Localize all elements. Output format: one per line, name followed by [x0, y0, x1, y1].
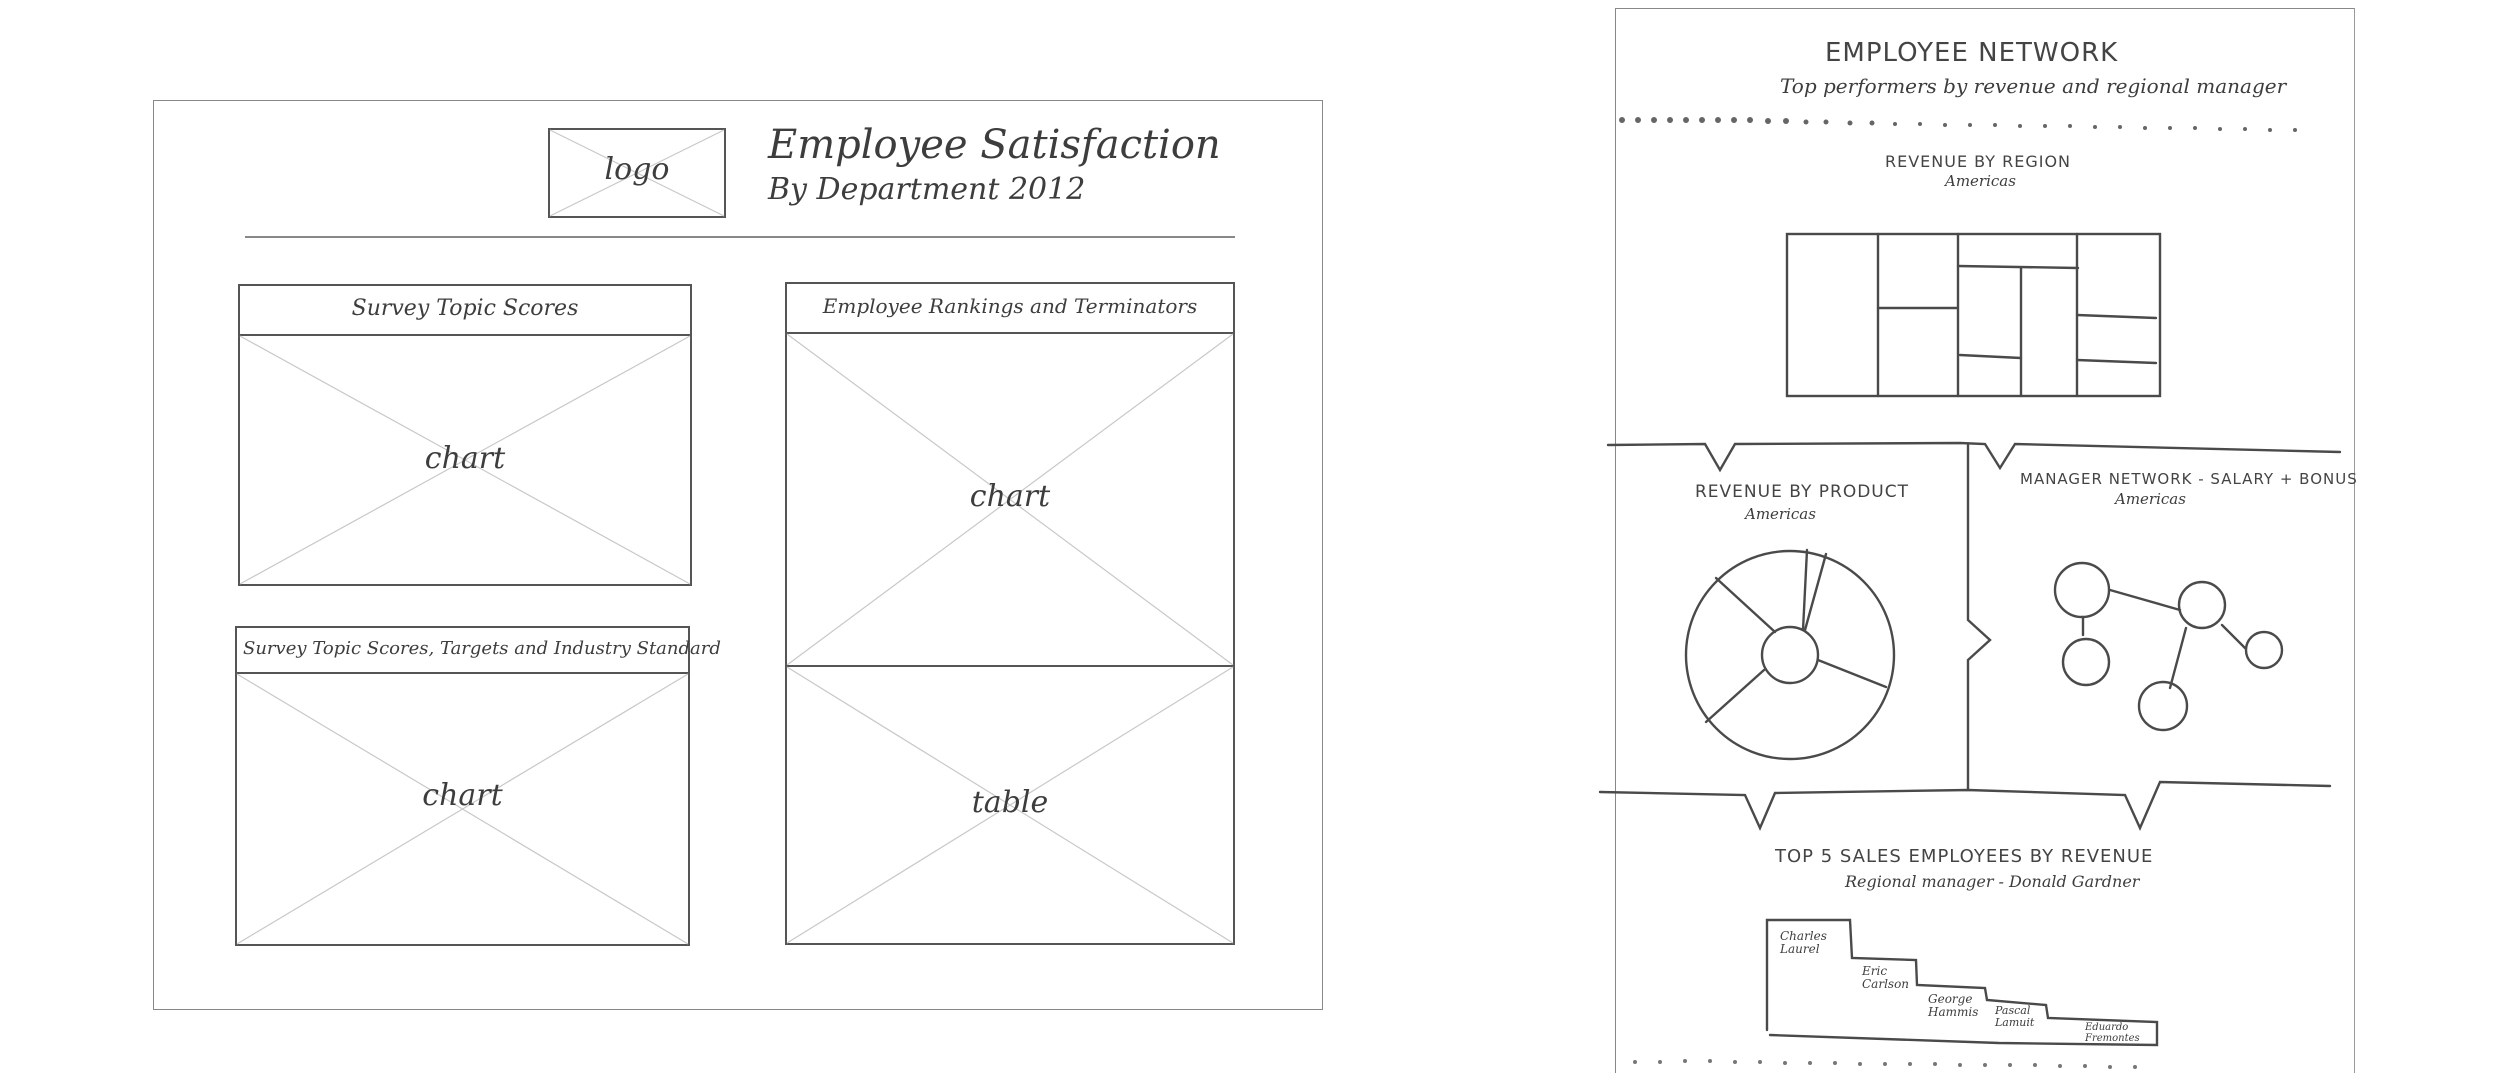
left-sketch-page: [153, 100, 1323, 1010]
top5-title: TOP 5 SALES EMPLOYEES BY REVENUE: [1775, 846, 2154, 867]
table-placeholder-label: table: [971, 785, 1049, 820]
chart-placeholder-label: chart: [422, 778, 503, 813]
panel-header: Survey Topic Scores: [240, 286, 690, 336]
panel-title: Survey Topic Scores: [351, 296, 579, 321]
panel-employee-table: table: [785, 665, 1235, 945]
page-subtitle: By Department 2012: [768, 172, 1086, 207]
employee-first-name: Eric: [1862, 964, 1888, 978]
chart-placeholder-label: chart: [424, 441, 506, 476]
placeholder-cross-icon: [236, 673, 689, 945]
employee-last-name: Laurel: [1780, 942, 1820, 956]
panel-survey-targets: Survey Topic Scores, Targets and Industr…: [235, 626, 721, 946]
manager-network-title: MANAGER NETWORK - SALARY + BONUS: [2020, 470, 2358, 488]
employee-last-name: Carlson: [1862, 977, 1910, 991]
placeholder-cross-icon: [239, 335, 691, 585]
panel-survey-topic-scores: Survey Topic Scores chart: [238, 284, 692, 586]
network-subtitle: Top performers by revenue and regional m…: [1780, 74, 2287, 98]
panel-header: Employee Rankings and Terminators: [787, 284, 1233, 334]
employee-label-1: Charles Laurel: [1780, 930, 1827, 956]
revenue-by-product-title: REVENUE BY PRODUCT: [1695, 482, 1909, 502]
right-sketch-page: [1615, 8, 2355, 1073]
employee-last-name: Fremontes: [2085, 1033, 2140, 1044]
top5-subtitle: Regional manager - Donald Gardner: [1845, 872, 2140, 891]
revenue-by-product-filter: Americas: [1745, 505, 1816, 523]
employee-last-name: Hammis: [1928, 1005, 1979, 1019]
employee-label-3: George Hammis: [1928, 993, 1978, 1019]
employee-label-2: Eric Carlson: [1862, 965, 1909, 991]
employee-label-4: Pascal Lamuit: [1995, 1005, 2034, 1029]
header-divider: [245, 236, 1235, 238]
employee-last-name: Lamuit: [1995, 1016, 2035, 1029]
manager-network-filter: Americas: [2115, 490, 2186, 508]
logo-label: logo: [604, 152, 670, 187]
revenue-by-region-title: REVENUE BY REGION: [1885, 152, 2072, 171]
placeholder-cross-icon: [786, 333, 1234, 666]
employee-first-name: George: [1928, 992, 1973, 1006]
placeholder-cross-icon: [549, 129, 725, 217]
employee-label-5: Eduardo Fremontes: [2085, 1022, 2140, 1044]
network-title: EMPLOYEE NETWORK: [1825, 38, 2119, 68]
placeholder-cross-icon: [786, 666, 1234, 944]
revenue-by-region-filter: Americas: [1945, 172, 2016, 190]
employee-first-name: Eduardo: [2085, 1022, 2129, 1033]
panel-header: Survey Topic Scores, Targets and Industr…: [237, 628, 721, 674]
employee-first-name: Pascal: [1995, 1004, 2031, 1017]
employee-first-name: Charles: [1780, 929, 1827, 943]
page-title: Employee Satisfaction: [768, 122, 1221, 168]
panel-title: Survey Topic Scores, Targets and Industr…: [243, 638, 721, 659]
chart-placeholder-label: chart: [969, 479, 1051, 514]
logo-placeholder: logo: [548, 128, 726, 218]
panel-title: Employee Rankings and Terminators: [822, 294, 1198, 318]
